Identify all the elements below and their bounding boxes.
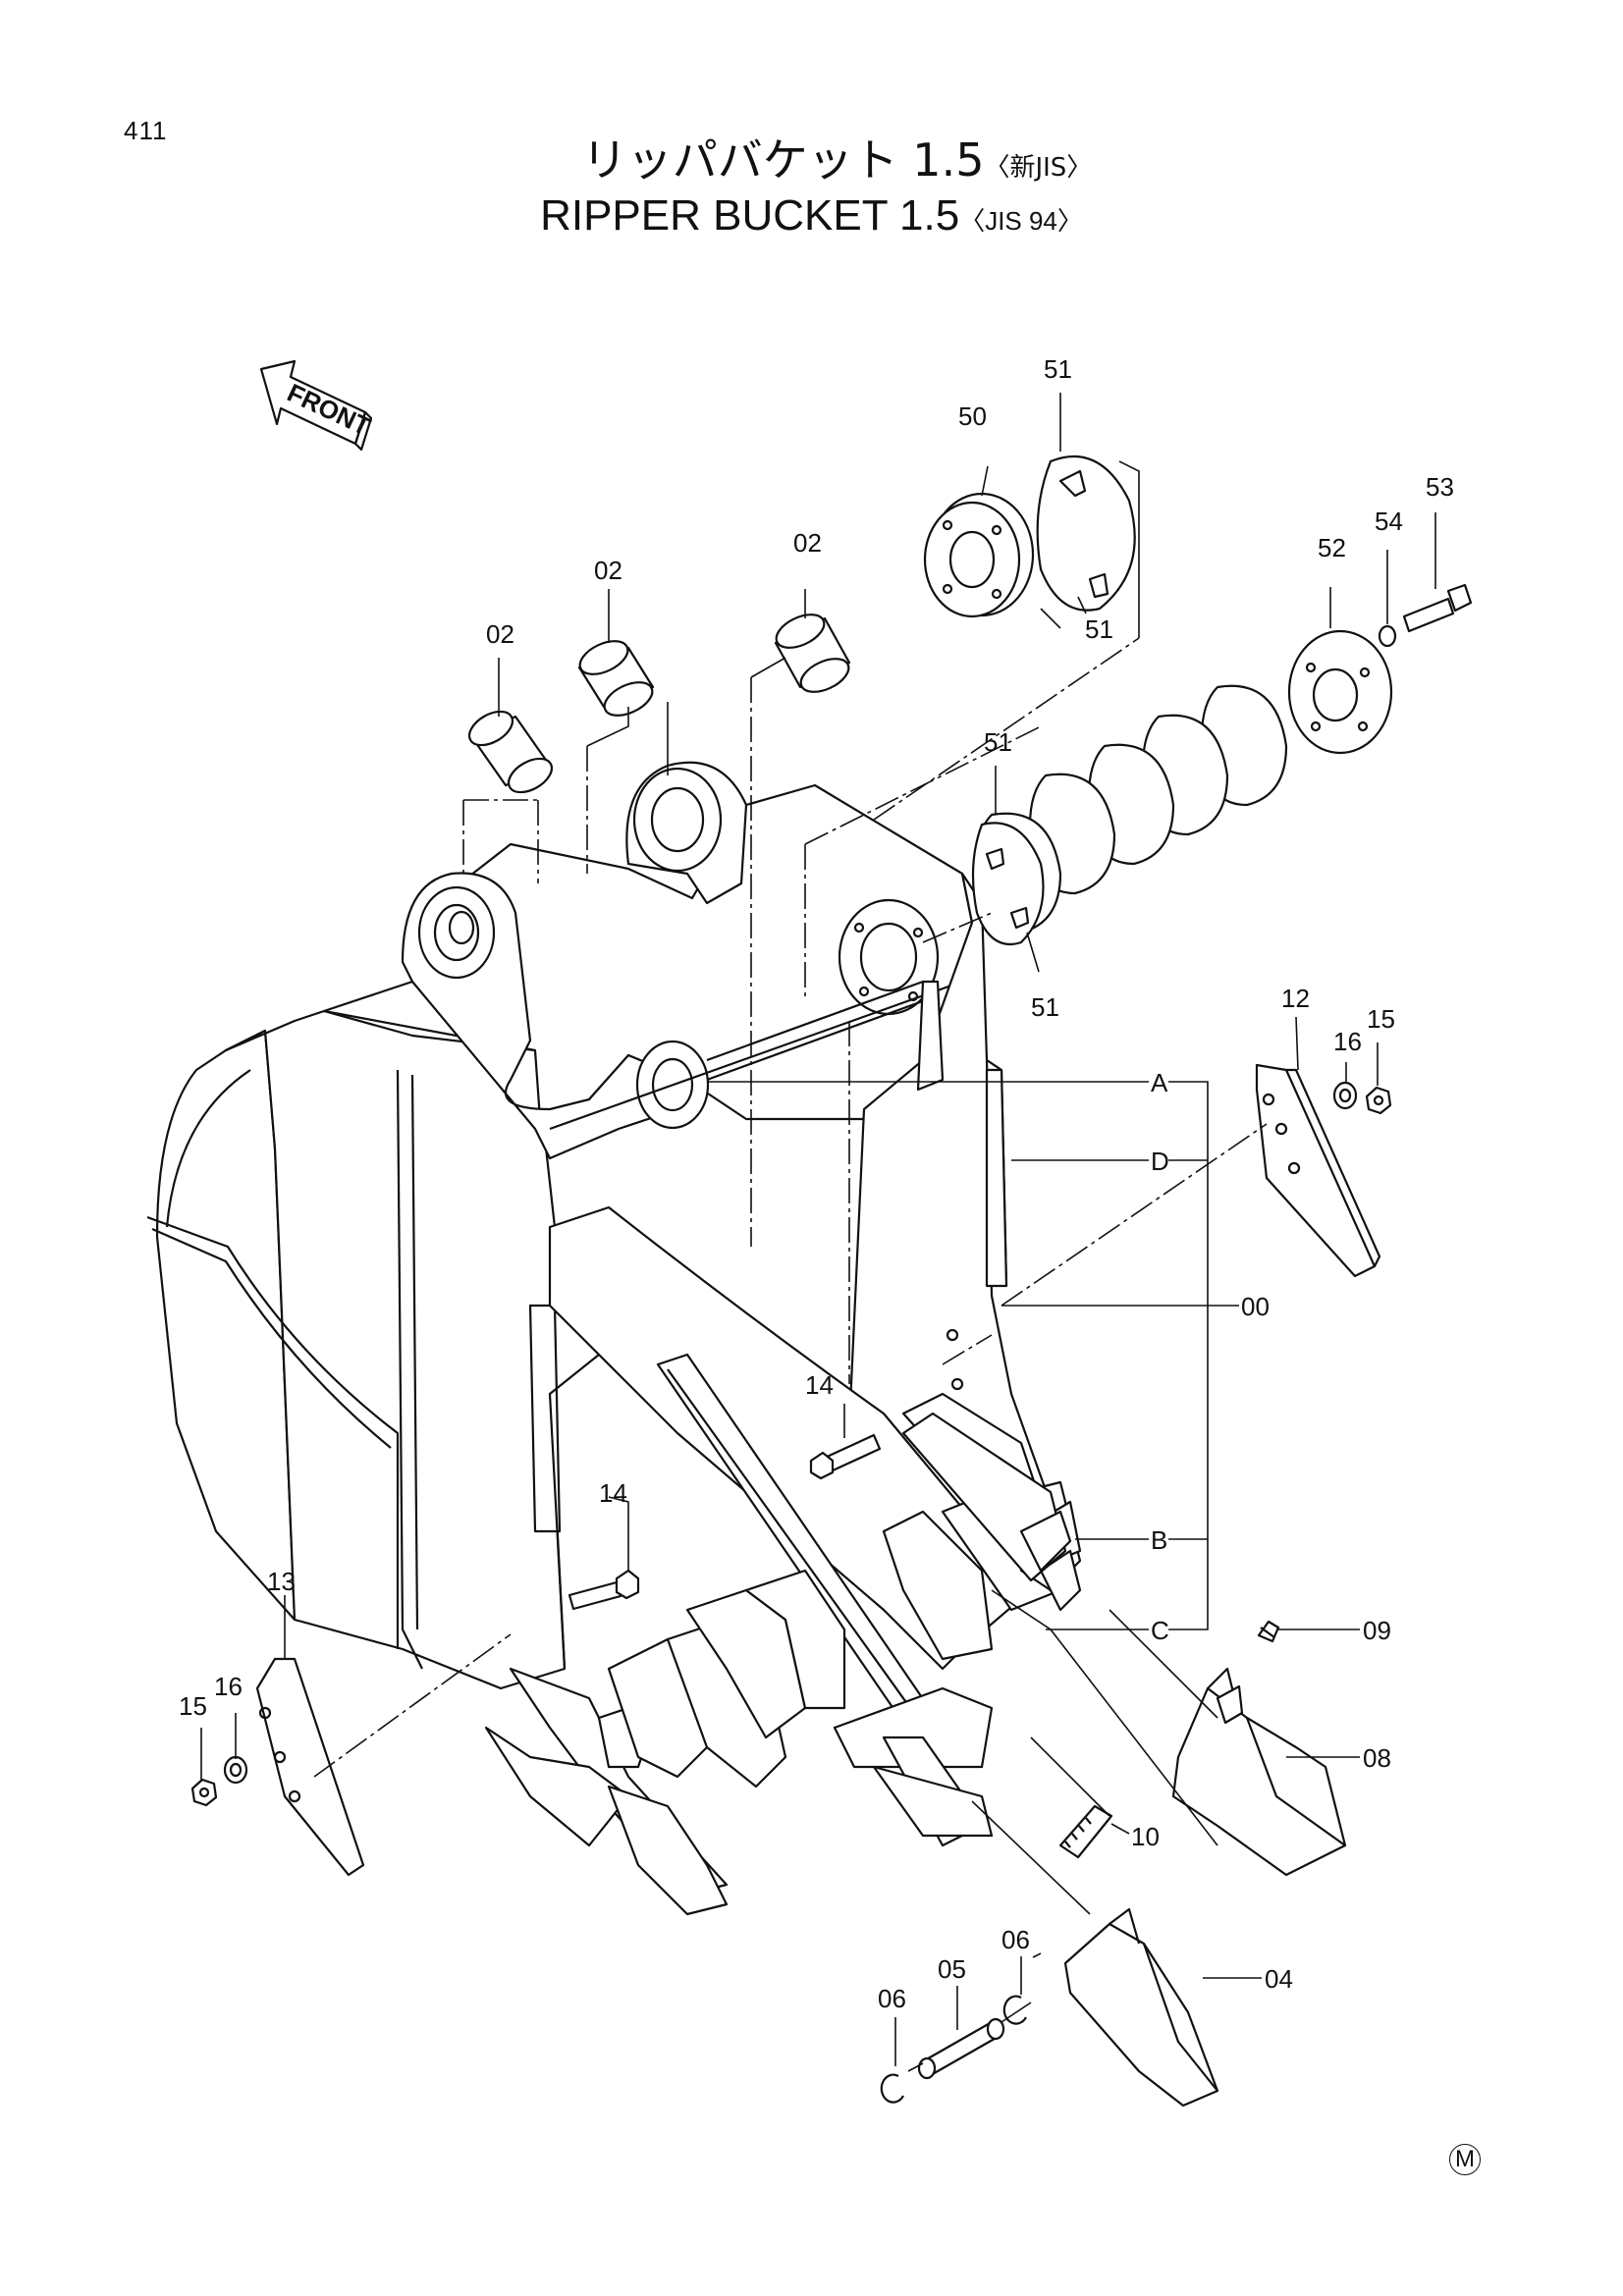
label-54: 54: [1375, 507, 1403, 536]
m-mark-symbol: M: [1449, 2144, 1481, 2175]
part-16-washer-left: [223, 1755, 248, 1785]
label-16-right: 16: [1333, 1027, 1362, 1056]
label-10: 10: [1131, 1822, 1160, 1851]
part-15-nut-right: [1365, 1086, 1392, 1115]
label-52: 52: [1318, 533, 1346, 562]
part-50-flange: [923, 492, 1035, 618]
label-51-top-lower: 51: [1085, 614, 1113, 644]
assembly-lines: [200, 393, 1436, 2072]
part-16-washer-right: [1332, 1081, 1358, 1110]
title-japanese-main: リッパバケット 1.5: [581, 133, 985, 187]
part-02-bushing-left: [467, 710, 554, 794]
label-09: 09: [1363, 1616, 1391, 1645]
label-02-left: 02: [486, 619, 514, 649]
label-12: 12: [1281, 984, 1310, 1013]
front-arrow-icon: FRONT: [259, 359, 375, 452]
part-02-bushing-right: [774, 614, 851, 693]
part-14-bolt-lower: [568, 1569, 640, 1611]
label-group-c: C: [1151, 1616, 1169, 1645]
page-number: 411: [124, 116, 168, 145]
part-08-tooth-point: [1171, 1667, 1347, 1877]
part-labels: 51 50 51 53 54 52 02 02 02 51 51 12 16 1…: [179, 354, 1454, 2013]
part-02-bushing-middle: [577, 640, 655, 717]
label-51-top: 51: [1044, 354, 1072, 384]
label-group-d: D: [1151, 1147, 1169, 1176]
label-06-right: 06: [1001, 1925, 1030, 1954]
label-04: 04: [1265, 1964, 1293, 1994]
label-05: 05: [938, 1954, 966, 1984]
label-00: 00: [1241, 1292, 1270, 1321]
label-15-right: 15: [1367, 1004, 1395, 1034]
title-english: RIPPER BUCKET 1.5〈JIS 94〉: [0, 194, 1623, 238]
part-12-side-cutter: [1255, 1063, 1381, 1278]
label-02-middle: 02: [594, 556, 622, 585]
part-53-bolt: [1402, 583, 1473, 633]
title-japanese-suffix: 〈新JIS〉: [984, 153, 1093, 183]
part-15-nut-left: [190, 1778, 218, 1807]
label-02-right: 02: [793, 528, 822, 558]
part-52-plate: [1287, 629, 1393, 755]
title-english-main: RIPPER BUCKET 1.5: [540, 191, 960, 240]
part-06-ring-left: [880, 2073, 904, 2104]
part-10-lock: [1058, 1804, 1113, 1859]
label-group-b: B: [1151, 1525, 1167, 1555]
bucket-teeth: [484, 1392, 1082, 1916]
label-06-left: 06: [878, 1984, 906, 2013]
label-50: 50: [958, 401, 987, 431]
part-14-bolt-upper: [809, 1433, 882, 1480]
label-51-stack-top: 51: [984, 727, 1012, 757]
label-14-lower: 14: [599, 1478, 627, 1508]
label-51-stack-bottom: 51: [1031, 992, 1059, 1022]
part-04-tooth-point: [1063, 1907, 1219, 2108]
label-14-upper: 14: [805, 1370, 834, 1400]
part-05-pin: [917, 2017, 1005, 2080]
label-53: 53: [1426, 472, 1454, 502]
title-japanese: リッパバケット 1.5〈新JIS〉: [26, 137, 1623, 183]
bucket-cutting-edge: [548, 1205, 994, 1769]
label-15-left: 15: [179, 1691, 207, 1721]
part-13-side-cutter: [255, 1657, 365, 1877]
part-54-washer: [1378, 624, 1397, 648]
part-06-ring-right: [1002, 1995, 1027, 2025]
label-13: 13: [267, 1567, 296, 1596]
part-51-shim-top: [1036, 454, 1136, 612]
part-09-pin: [1257, 1620, 1280, 1643]
bucket-body: [146, 1009, 567, 1690]
label-16-left: 16: [214, 1672, 243, 1701]
bucket-top-frame: [322, 761, 974, 1160]
label-group-a: A: [1151, 1068, 1168, 1097]
title-english-suffix: 〈JIS 94〉: [959, 206, 1083, 236]
label-08: 08: [1363, 1743, 1391, 1773]
